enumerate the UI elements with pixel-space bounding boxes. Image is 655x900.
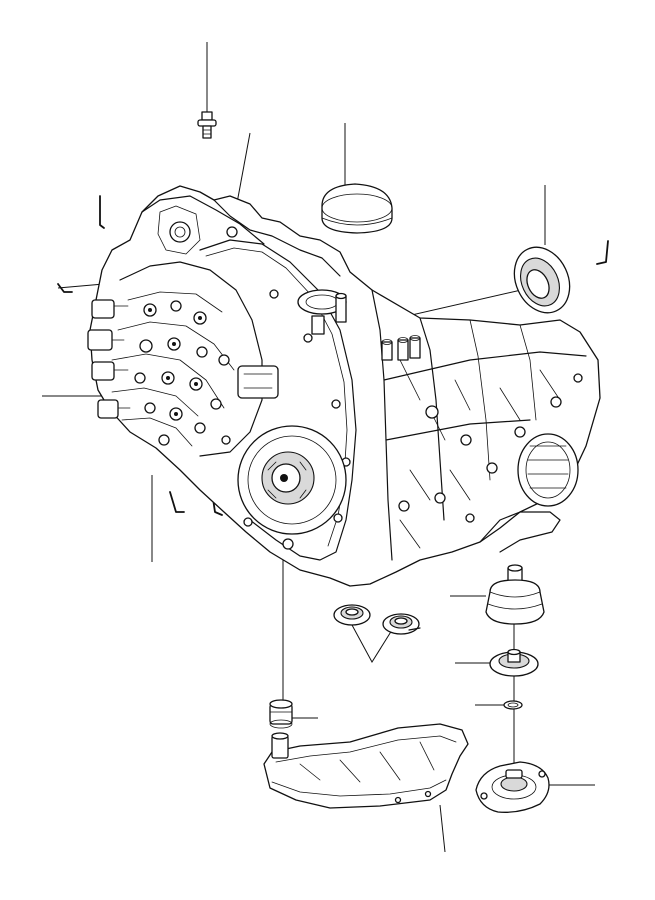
- input-housing: [237, 425, 347, 535]
- leader-line-seals: [351, 624, 393, 663]
- break-mark-right: [596, 240, 609, 265]
- seal-ring-icon: [513, 246, 571, 314]
- oil-pan-strainer-icon: [263, 723, 469, 809]
- valve-body: [87, 261, 279, 457]
- break-mark-left: [57, 283, 73, 293]
- drive-shaft-seals-icon: [333, 604, 421, 635]
- break-mark-top-left: [99, 195, 105, 229]
- flange-cover-icon: [475, 761, 550, 813]
- oil-filter-icon: [269, 699, 293, 729]
- spacer-washer-icon: [489, 648, 539, 677]
- vent-plug-icon: [197, 111, 217, 139]
- leader-line-pan: [439, 804, 446, 853]
- o-ring-icon: [503, 700, 523, 710]
- mounting-bushing-icon: [485, 564, 545, 625]
- cover-plug-icon: [321, 183, 393, 234]
- flange-bolts: [226, 226, 583, 550]
- transmission-assembly-icon: [87, 185, 601, 587]
- break-mark-bottom-left: [169, 491, 185, 513]
